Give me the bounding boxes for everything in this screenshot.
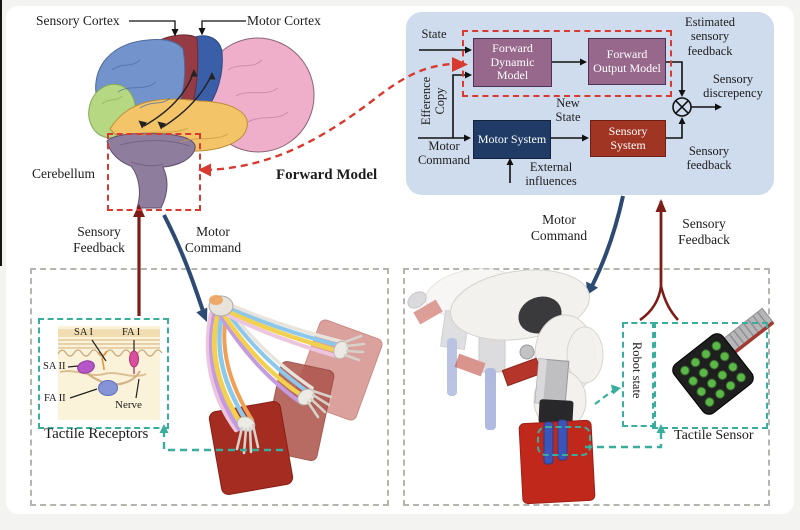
state-label: State: [421, 27, 447, 41]
efference-copy-label: Efference Copy: [419, 76, 448, 126]
sensor-pad: [672, 333, 754, 415]
sa2-label: SA II: [43, 361, 66, 372]
robot-arm-illustration: [407, 268, 604, 505]
receptor-pointer-lines: [67, 339, 140, 399]
cortex-pointer-arrowheads: [171, 28, 206, 37]
robot-state-label: Robot state: [630, 341, 645, 399]
tactile-sensor-illustration: [672, 307, 775, 415]
block-diagram-wires: [418, 49, 716, 183]
sensor-taxels: [680, 341, 746, 407]
sa1-label: SA I: [74, 327, 93, 338]
comparator-symbol: [672, 97, 692, 117]
tactile-receptors-label: Tactile Receptors: [44, 426, 149, 442]
robot-motor-command-label: Motor Command: [530, 212, 588, 243]
human-sensory-feedback-label: Sensory Feedback: [73, 224, 125, 255]
human-arm-illustration: [205, 295, 366, 455]
motor-cortex-label: Motor Cortex: [247, 13, 321, 28]
cerebro-cerebellar-arrows: [143, 70, 213, 128]
robot-state-box: [622, 322, 656, 427]
tactile-sensor-box: [652, 322, 768, 429]
robot-motor-command-arrow: [586, 195, 625, 295]
cortex-label-pointers: [129, 20, 246, 30]
left-edge-artifact: [0, 0, 2, 266]
hand-mid: [297, 388, 333, 419]
forward-model-highlight-box: [462, 30, 672, 97]
cerebellum-label: Cerebellum: [32, 166, 95, 181]
sensory-system-box: Sensory System: [590, 120, 666, 157]
human-motor-command-label: Motor Command: [184, 224, 242, 255]
robot-gripper-fingers: [543, 419, 568, 465]
tactile-receptors-box: [38, 318, 169, 429]
nerve-fiber: [83, 370, 141, 386]
fa2-receptor: [98, 380, 118, 396]
estimated-sensory-feedback-label: Estimated sensory feedback: [685, 15, 735, 58]
sa2-receptor: [77, 360, 95, 374]
robot-main-pose: [450, 269, 604, 431]
human-panel-border: [30, 268, 389, 506]
cerebellum-highlight-box: [107, 133, 201, 211]
cerebro-cerebellar-arrowheads: [138, 69, 216, 130]
robot-panel-border: [403, 268, 770, 506]
tactile-sensor-label: Tactile Sensor: [674, 428, 754, 443]
forward-output-model-box: Forward Output Model: [588, 38, 666, 85]
forward-dynamic-model-box: Forward Dynamic Model: [473, 38, 552, 87]
robot-sensory-feedback-arrow: [639, 199, 679, 322]
forward-model-label: Forward Model: [276, 167, 378, 183]
gripper-contact-box: [537, 426, 591, 456]
hand-up: [333, 334, 366, 362]
motor-command-input-label: Motor Command: [417, 139, 471, 168]
nerve-label: Nerve: [115, 399, 142, 411]
skin-cross-section-illustration: [57, 326, 163, 420]
external-influences-label: External influences: [525, 160, 577, 189]
human-motor-command-arrow: [162, 214, 208, 322]
block-diagram-arrowheads: [464, 46, 722, 165]
forward-model-link-curve: [198, 57, 468, 177]
new-state-label: New State: [555, 96, 581, 125]
robot-sensory-feedback-label: Sensory Feedback: [678, 216, 730, 247]
motor-system-box: Motor System: [473, 120, 551, 159]
human-sensory-feedback-arrow: [133, 204, 145, 316]
sensory-cortex-label: Sensory Cortex: [36, 13, 120, 28]
fa1-label: FA I: [122, 327, 141, 338]
sensory-discrepancy-label: Sensory discrepency: [703, 72, 763, 101]
sensory-feedback-output-label: Sensory feedback: [686, 144, 732, 173]
fa2-label: FA II: [44, 393, 66, 404]
hand-down: [235, 416, 260, 455]
brain-illustration: [88, 20, 315, 209]
